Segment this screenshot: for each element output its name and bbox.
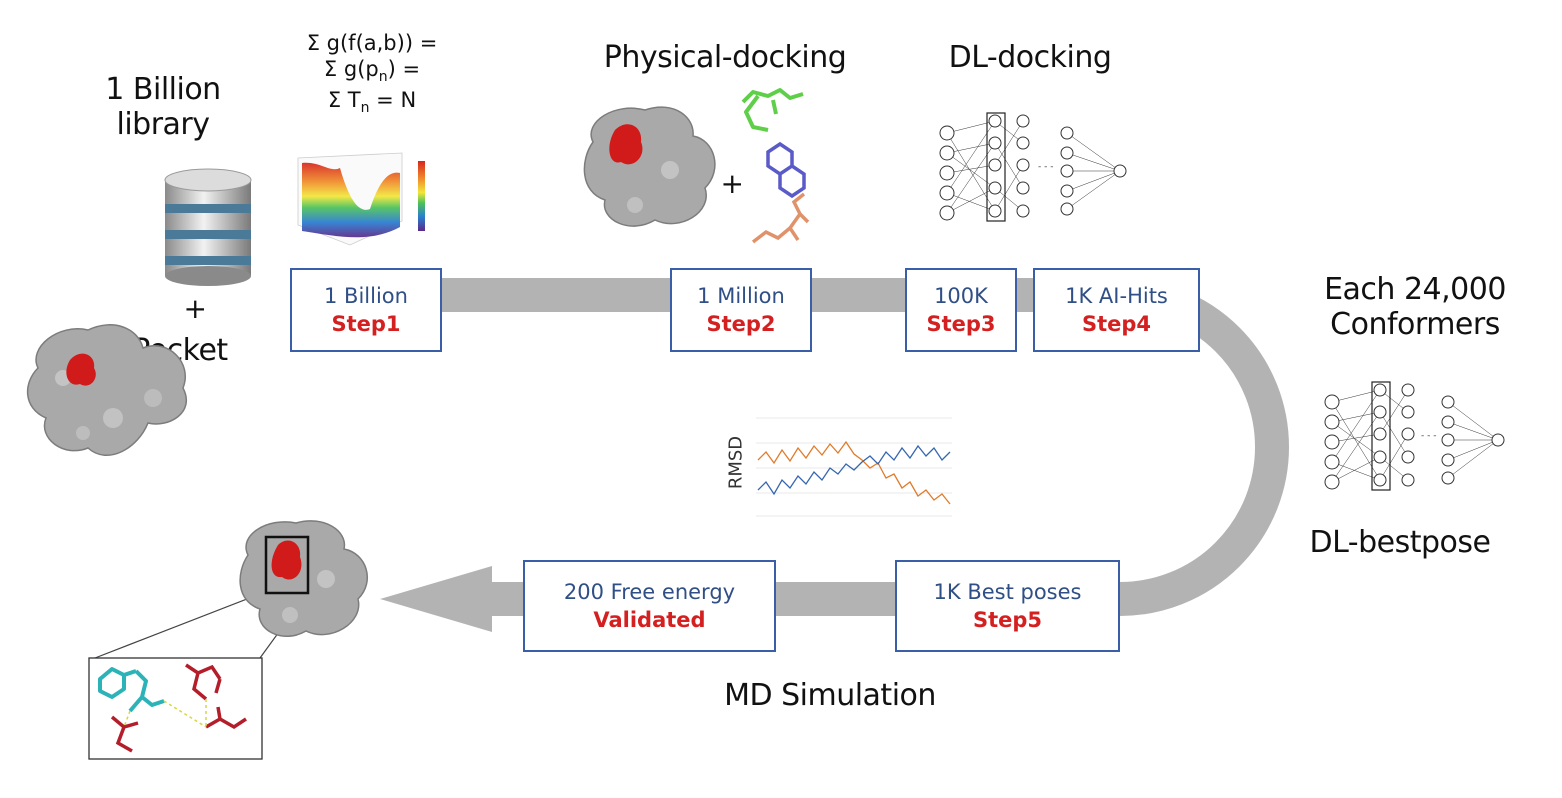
md-simulation-label: MD Simulation — [724, 678, 936, 713]
dl-docking-title: DL-docking — [948, 40, 1112, 75]
dl-bestpose-network-icon: - - - — [1324, 381, 1505, 491]
step1-box: 1 Billion Step1 — [290, 268, 442, 352]
dl-bestpose-label: DL-bestpose — [1309, 525, 1492, 560]
step4-box: 1K AI-Hits Step4 — [1033, 268, 1200, 352]
docking-plus: + — [720, 167, 744, 200]
validated-label: Validated — [593, 608, 706, 632]
step5-box: 1K Best poses Step5 — [895, 560, 1120, 652]
step4-value: 1K AI-Hits — [1065, 283, 1168, 308]
formula-line-1: Σ g(f(a,b)) = — [306, 31, 438, 55]
step2-label: Step2 — [706, 312, 776, 336]
validated-value: 200 Free energy — [563, 579, 736, 604]
rmsd-plot — [756, 417, 952, 517]
rmsd-orange-series — [757, 440, 951, 505]
step3-label: Step3 — [926, 312, 996, 336]
step3-value: 100K — [934, 283, 988, 308]
ligand-molecules-image — [741, 88, 810, 244]
physical-docking-title: Physical-docking — [603, 40, 847, 75]
step3-box: 100K Step3 — [905, 268, 1017, 352]
step2-box: 1 Million Step2 — [670, 268, 812, 352]
validated-box: 200 Free energy Validated — [523, 560, 776, 652]
formula: Σ g(f(a,b)) = Σ g(pn) = Σ Tn = N — [292, 30, 452, 118]
dl-docking-network-icon: - - - — [939, 112, 1127, 222]
formula-line-2: Σ g(pn) = — [323, 57, 421, 86]
formula-line-3: Σ Tn = N — [327, 87, 417, 117]
step1-label: Step1 — [331, 312, 401, 336]
plus-sign: + — [183, 292, 207, 325]
docking-protein-image — [583, 106, 716, 227]
step5-label: Step5 — [972, 608, 1043, 632]
step4-label: Step4 — [1081, 312, 1152, 336]
step1-value: 1 Billion — [324, 283, 408, 308]
library-title: 1 Billion library — [105, 72, 221, 143]
svg-text:- - -: - - - — [1038, 162, 1053, 172]
svg-text:- - -: - - - — [1421, 431, 1436, 441]
energy-surface-plot — [297, 152, 425, 246]
binding-interaction-inset — [88, 657, 263, 760]
step2-value: 1 Million — [697, 283, 785, 308]
rmsd-blue-series — [757, 444, 951, 496]
step5-value: 1K Best poses — [933, 579, 1082, 604]
database-icon — [164, 168, 252, 286]
protein-surface-image — [26, 324, 187, 457]
validated-protein-image — [239, 520, 369, 637]
conformers-title: Each 24,000 Conformers — [1324, 272, 1506, 343]
